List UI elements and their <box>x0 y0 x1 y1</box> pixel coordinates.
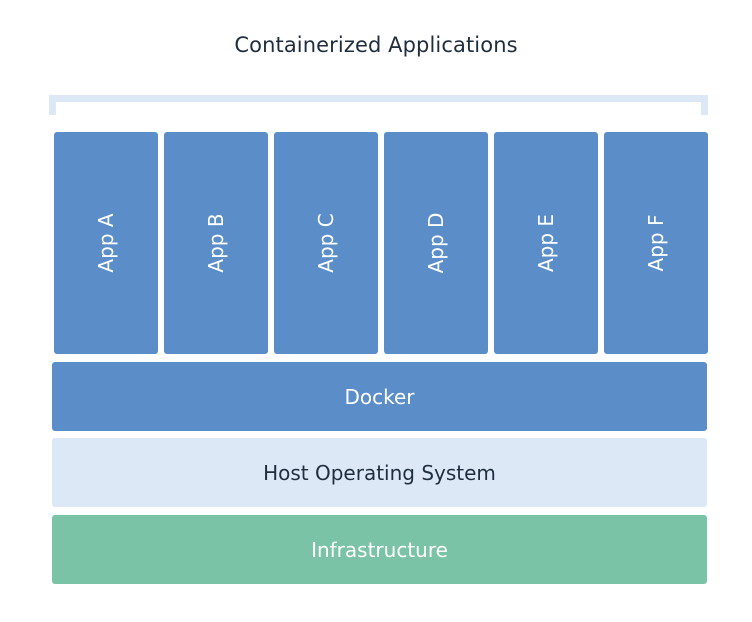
app-box-d: App D <box>384 132 488 354</box>
app-label: App A <box>94 213 118 273</box>
app-box-f: App F <box>604 132 708 354</box>
infrastructure-label: Infrastructure <box>311 537 448 562</box>
host-os-label: Host Operating System <box>263 460 496 485</box>
app-box-b: App B <box>164 132 268 354</box>
infrastructure-layer: Infrastructure <box>52 515 707 584</box>
app-label: App C <box>314 213 338 273</box>
app-box-e: App E <box>494 132 598 354</box>
apps-group-bracket <box>49 95 708 115</box>
diagram-title: Containerized Applications <box>234 33 518 57</box>
app-label: App D <box>424 212 448 274</box>
app-label: App B <box>204 213 228 273</box>
app-box-a: App A <box>54 132 158 354</box>
app-label: App E <box>534 213 558 273</box>
host-os-layer: Host Operating System <box>52 438 707 507</box>
docker-label: Docker <box>344 384 415 409</box>
docker-layer: Docker <box>52 362 707 431</box>
app-label: App F <box>644 214 668 272</box>
app-box-c: App C <box>274 132 378 354</box>
